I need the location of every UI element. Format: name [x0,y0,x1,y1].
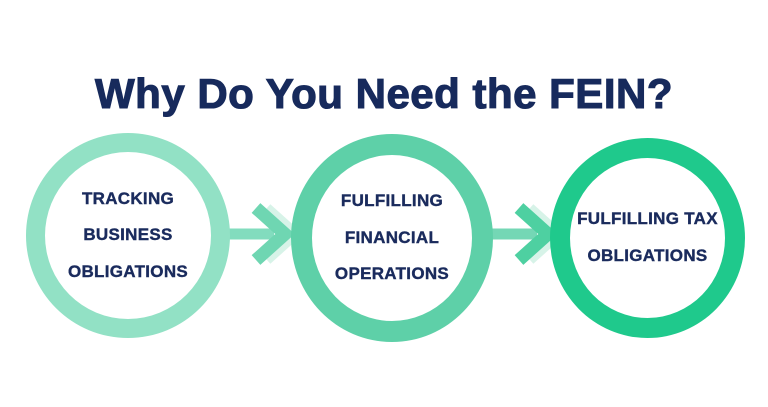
node-circle-fulfilling-tax-obligations: FULFILLING TAX OBLIGATIONS [550,138,745,338]
node-label-line: BUSINESS [83,225,173,245]
node-label: FULFILLING FINANCIAL OPERATIONS [335,183,449,293]
node-label: FULFILLING TAX OBLIGATIONS [577,201,718,274]
arrow-chevron-shape [514,203,558,265]
node-circle-tracking-business-obligations: TRACKING BUSINESS OBLIGATIONS [26,133,230,338]
node-label-line: TRACKING [81,188,175,208]
node-label-line: OBLIGATIONS [587,246,708,265]
node-circle-fulfilling-financial-operations: FULFILLING FINANCIAL OPERATIONS [291,134,493,342]
node-label-line: FINANCIAL [344,227,440,247]
node-label: TRACKING BUSINESS OBLIGATIONS [68,181,188,291]
node-label-line: FULFILLING [340,191,444,211]
page-title: Why Do You Need the FEIN? [94,70,673,118]
node-label-line: OPERATIONS [334,264,450,284]
arrow-shaft-shape [491,228,537,240]
arrow-shaft-shape [228,228,274,240]
node-label-line: OBLIGATIONS [67,261,189,281]
node-label-line: FULFILLING TAX [577,209,718,229]
arrow-chevron-shape [251,203,295,265]
